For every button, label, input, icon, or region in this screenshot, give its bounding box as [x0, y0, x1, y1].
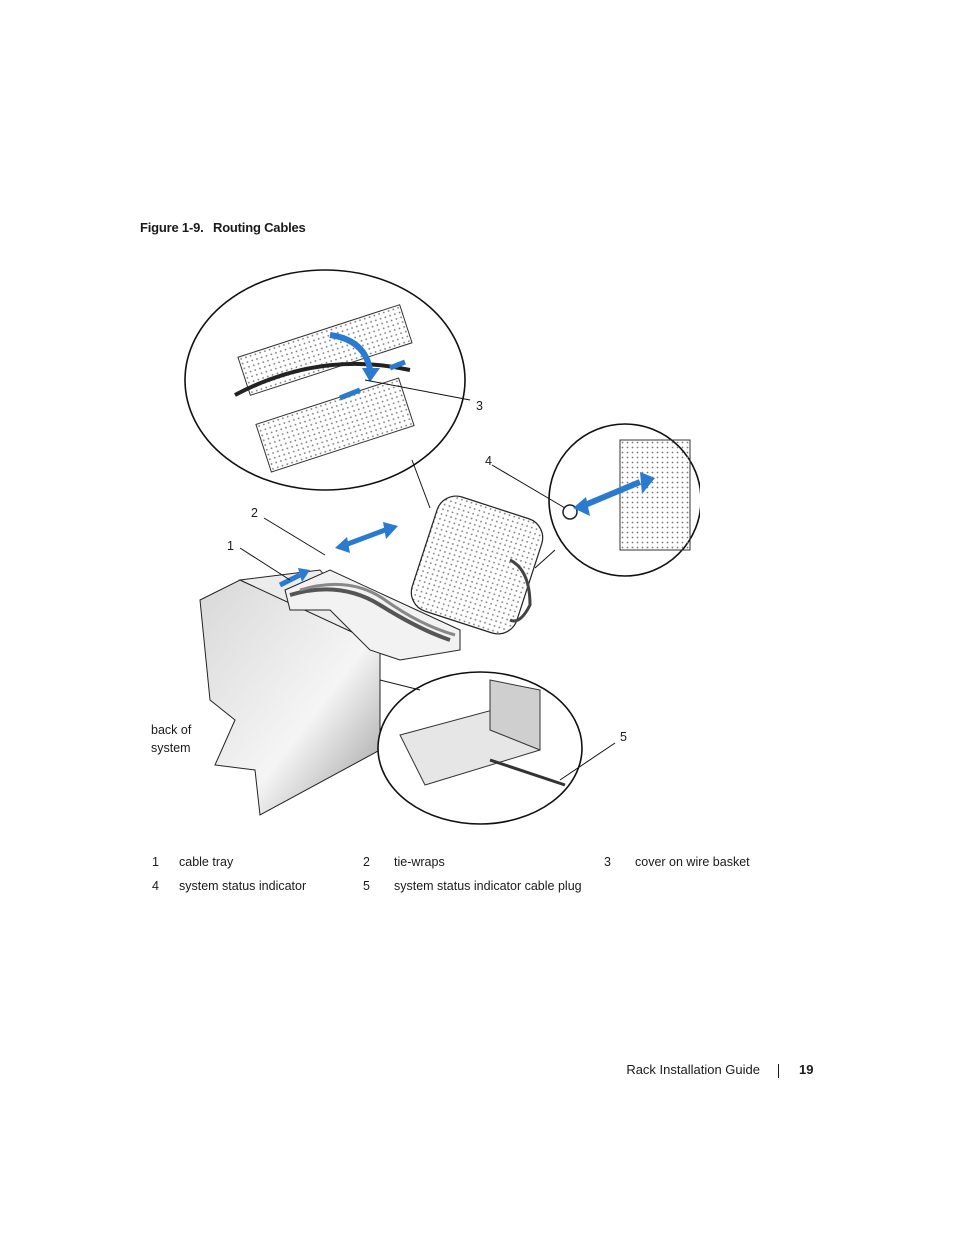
figure-number: Figure 1-9. [140, 220, 204, 235]
back-of-system-label: back of system [151, 721, 191, 757]
legend-num: 4 [152, 879, 159, 893]
legend-num: 2 [363, 855, 370, 869]
routing-arrows [278, 522, 398, 588]
page-number: 19 [799, 1062, 814, 1077]
callout-leaders [239, 379, 616, 781]
legend-num: 1 [152, 855, 159, 869]
callout-4: 4 [485, 454, 492, 468]
legend-text: tie-wraps [394, 855, 445, 869]
callout-3: 3 [476, 399, 483, 413]
detail-circle-cable-plug [377, 671, 583, 825]
figure-legend: 1 cable tray 2 tie-wraps 3 cover on wire… [152, 855, 812, 903]
callout-2: 2 [251, 506, 258, 520]
legend-text: cover on wire basket [635, 855, 750, 869]
wire-basket [410, 495, 544, 635]
figure-title: Routing Cables [213, 220, 306, 235]
legend-text: cable tray [179, 855, 234, 869]
legend-row-1: 1 cable tray 2 tie-wraps 3 cover on wire… [152, 855, 812, 879]
legend-text: system status indicator [179, 879, 307, 893]
detail-circle-cover [184, 269, 466, 509]
routing-cables-illustration [140, 250, 700, 850]
footer-separator [778, 1064, 779, 1078]
back-label-line1: back of [151, 723, 192, 737]
cable-tray [284, 569, 461, 661]
callout-5: 5 [620, 730, 627, 744]
detail-circle-status-indicator [534, 423, 700, 577]
legend-text: system status indicator cable plug [394, 879, 582, 893]
legend-num: 3 [604, 855, 611, 869]
back-label-line2: system [151, 741, 191, 755]
legend-row-2: 4 system status indicator 5 system statu… [152, 879, 812, 903]
footer-title: Rack Installation Guide [626, 1062, 760, 1077]
page-footer: Rack Installation Guide 19 [600, 1062, 820, 1082]
figure-caption: Figure 1-9. Routing Cables [140, 220, 306, 235]
callout-1: 1 [227, 539, 234, 553]
legend-num: 5 [363, 879, 370, 893]
